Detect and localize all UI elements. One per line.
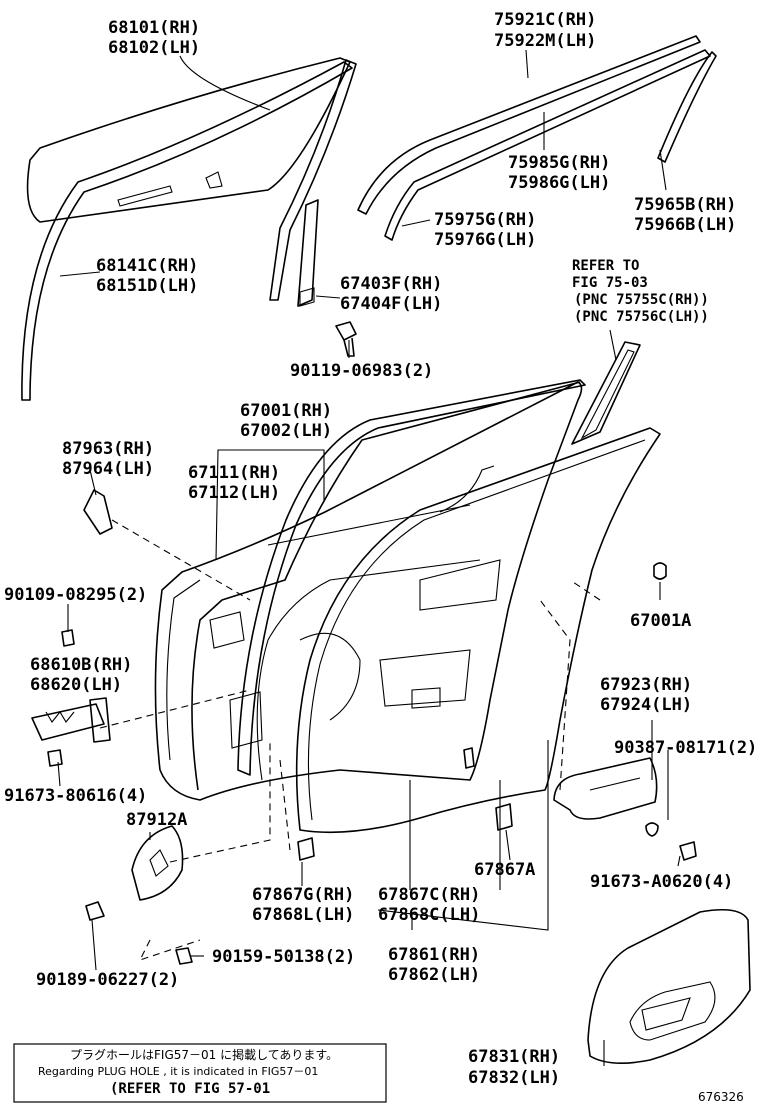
label-run-rh: 75975G(RH) [434,210,536,230]
part-labels: 68101(RH) 68102(LH) 75921C(RH) 75922M(LH… [4,10,757,1088]
glass-run-channel-front [21,61,353,401]
note-japanese: プラグホールはFIG57－01 に掲載してあります。 [70,1047,338,1062]
label-glass-lh: 68102(LH) [108,38,200,58]
door-check [85,825,193,965]
plug-hole-note-box: プラグホールはFIG57－01 に掲載してあります。 Regarding PLU… [13,1043,387,1103]
figure-number: 676326 [698,1090,744,1104]
label-bolt-91673-a062: 91673-A0620(4) [590,872,733,892]
window-frame [237,379,586,776]
label-run-lh: 75976G(LH) [434,230,536,250]
label-hinge-rh: 68610B(RH) [30,655,132,675]
label-stopper-87912a: 87912A [126,810,187,830]
label-hinge-lh: 68620(LH) [30,675,122,695]
label-weatherstrip-rh: 67861(RH) [388,945,480,965]
door-seal-rear-lower [553,757,697,861]
weatherstrip-clips [297,747,513,861]
rear-lower-channel [297,199,319,307]
hole-cover [83,489,113,535]
glass-run-channel-rear [269,59,357,301]
front-door-panel [154,381,583,801]
bolt-90119 [335,321,357,357]
door-service-hole-cover [587,909,751,1064]
label-channel-rh: 68141C(RH) [96,256,198,276]
label-refer-fig: FIG 75-03 [572,275,648,291]
label-bolt-90119: 90119-06983(2) [290,361,433,381]
label-channel-lh: 68151D(LH) [96,276,198,296]
label-ws-l-lh: 67868L(LH) [252,905,354,925]
label-ws-c-rh: 67867C(RH) [378,885,480,905]
label-trim-lh: 67832(LH) [468,1068,560,1088]
label-door-panel-lh: 67002(LH) [240,421,332,441]
label-weatherstrip-outer-rh: 75921C(RH) [494,10,596,30]
clip-67001a [653,562,667,580]
label-ws-c-lh: 67868C(LH) [378,905,480,925]
label-weatherstrip-outer-lh: 75922M(LH) [494,31,596,51]
label-plug-67001a: 67001A [630,611,691,631]
label-glass-rh: 68101(RH) [108,18,200,38]
label-hole-cover-rh: 87963(RH) [62,439,154,459]
label-seal-rh: 67923(RH) [600,675,692,695]
label-clip-90189: 90189-06227(2) [36,970,179,990]
label-hole-cover-lh: 87964(LH) [62,459,154,479]
label-clip-90387: 90387-08171(2) [614,738,757,758]
label-molding-rh: 75985G(RH) [508,153,610,173]
belt-moulding-outer [357,35,701,215]
label-rear-channel-lh: 67404F(LH) [340,294,442,314]
label-rear-channel-rh: 67403F(RH) [340,274,442,294]
outside-handle-link [439,465,495,513]
label-refer-pnc-lh: (PNC 75756C(LH)) [574,309,709,325]
label-door-frame-rh: 67111(RH) [188,463,280,483]
label-weatherstrip-lh: 67862(LH) [388,965,480,985]
reference-dashed-lines [99,519,601,961]
label-garnish-lh: 75966B(LH) [634,215,736,235]
note-refer: (REFER TO FIG 57-01 [110,1081,270,1097]
door-window-glass [26,57,351,223]
label-door-panel-rh: 67001(RH) [240,401,332,421]
label-seal-lh: 67924(LH) [600,695,692,715]
label-refer-pnc-rh: (PNC 75755C(RH)) [574,292,709,308]
label-garnish-rh: 75965B(RH) [634,195,736,215]
label-screw-90159: 90159-50138(2) [212,947,355,967]
label-refer-to: REFER TO [572,258,639,274]
label-bolt-90109: 90109-08295(2) [4,585,147,605]
belt-moulding-inner [384,49,711,241]
label-trim-rh: 67831(RH) [468,1047,560,1067]
window-frame-garnish [657,51,717,163]
label-ws-g-rh: 67867G(RH) [252,885,354,905]
label-door-frame-lh: 67112(LH) [188,483,280,503]
door-frame-garnish-rear [571,341,641,445]
label-clip-67867a: 67867A [474,860,535,880]
door-opening-weatherstrip [295,427,661,834]
note-english: Regarding PLUG HOLE , it is indicated in… [38,1065,318,1078]
door-hinge [31,629,111,767]
leader-lines [57,49,681,1066]
label-bolt-91673-806: 91673-80616(4) [4,786,147,806]
label-molding-lh: 75986G(LH) [508,173,610,193]
